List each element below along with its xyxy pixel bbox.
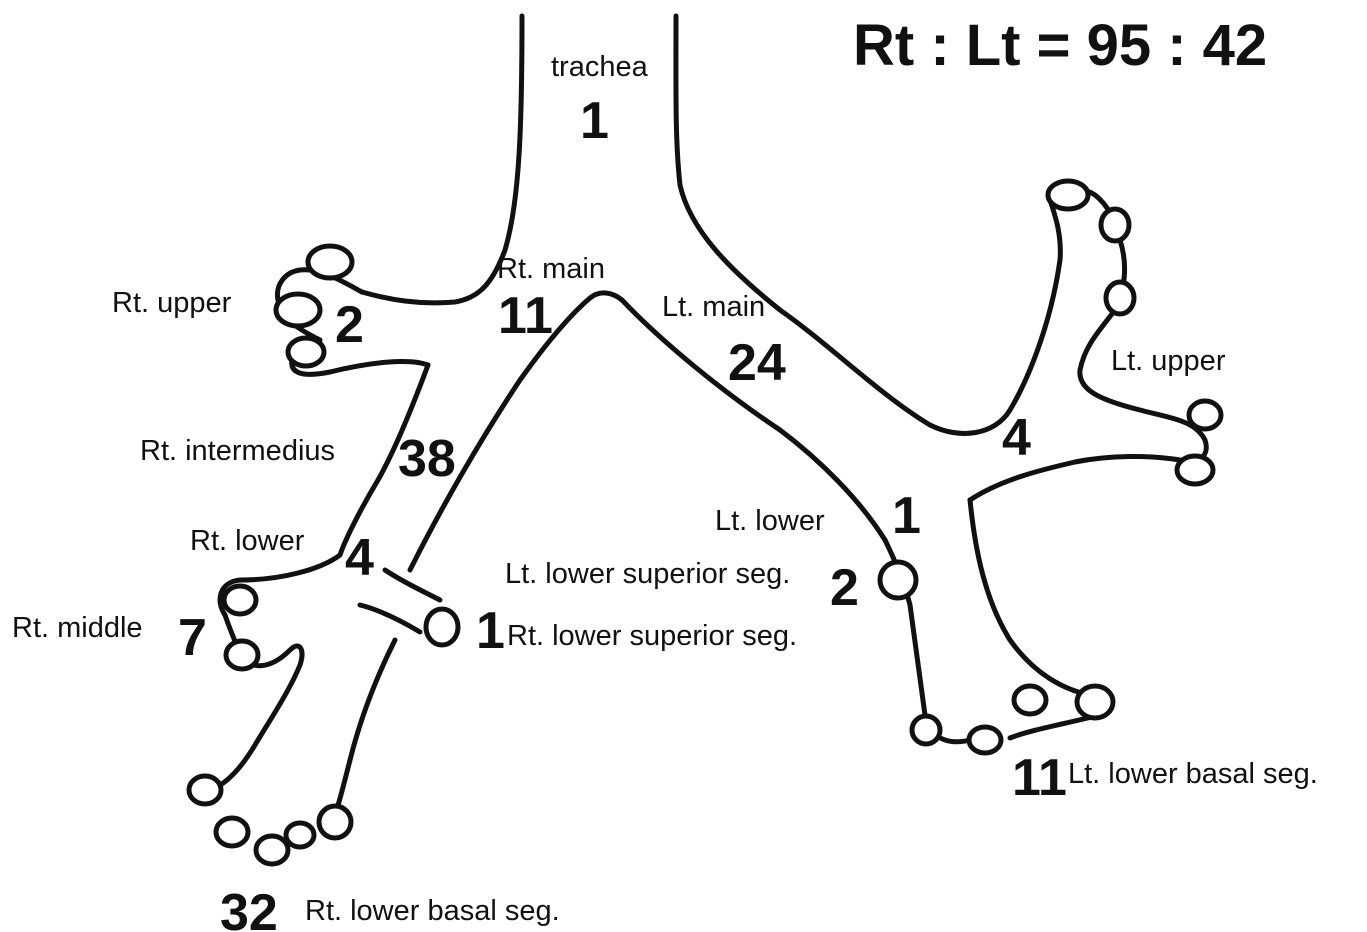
lt-lower-superior-label: Lt. lower superior seg. [505, 558, 790, 590]
rt-lower-basal-label: Rt. lower basal seg. [305, 895, 560, 927]
rt-lower-superior-label: Rt. lower superior seg. [507, 620, 797, 652]
lt-upper-opening-3 [1103, 279, 1137, 317]
trachea-label: trachea [551, 51, 649, 83]
lt-lower-label: Lt. lower [715, 505, 825, 537]
lt-lower-count: 1 [892, 487, 921, 545]
rt-lower-basal-opening-3 [253, 833, 291, 867]
lt-upper-opening-2 [1098, 206, 1132, 244]
rt-intermedius-count: 38 [398, 430, 456, 488]
lt-upper-label: Lt. upper [1111, 345, 1226, 377]
rt-upper-opening-2 [273, 291, 323, 329]
rt-middle-count: 7 [178, 609, 207, 667]
lt-lower-basal-opening-1 [909, 713, 943, 747]
rt-lower-basal-opening-4 [283, 820, 317, 850]
lt-upper-opening-4 [1186, 398, 1224, 432]
rt-lower-count: 4 [345, 529, 374, 587]
lt-lower-basal-opening-2 [966, 724, 1004, 756]
trachea-count: 1 [580, 92, 609, 150]
rt-lower-basal-opening-1 [186, 773, 224, 807]
rt-lower-basal-count: 32 [220, 884, 278, 932]
rt-main-count: 11 [498, 287, 553, 345]
rt-lower-label: Rt. lower [190, 525, 305, 557]
lt-lower-basal-opening-4 [1074, 683, 1116, 721]
rt-middle-label: Rt. middle [12, 612, 143, 644]
lt-main-label: Lt. main [662, 291, 765, 323]
rt-lower-superior-opening [423, 606, 461, 648]
rt-lower-basal-opening-5 [316, 803, 354, 841]
rt-middle-opening-2 [223, 638, 261, 672]
rt-lower-superior-count: 1 [476, 602, 505, 660]
rt-lower-superior-branch [382, 567, 443, 603]
airway-outline [207, 13, 1209, 818]
lt-lower-superior-opening [877, 559, 919, 601]
lt-lower-superior-count: 2 [830, 559, 859, 617]
lt-upper-opening-5 [1174, 453, 1216, 487]
rt-intermedius-outer-wall [217, 362, 431, 618]
rt-middle-opening-1 [221, 583, 259, 617]
ratio-header: Rt : Lt = 95 : 42 [853, 13, 1267, 78]
rt-lower-inner-wall [332, 602, 423, 818]
rt-lower-basal-outer-wall [207, 612, 305, 793]
rt-upper-opening-1 [305, 243, 355, 281]
rt-lower-basal-opening-2 [213, 815, 251, 849]
rt-main-label: Rt. main [497, 253, 605, 285]
trachea-right-wall [673, 13, 1063, 436]
lt-upper-opening-1 [1045, 178, 1091, 212]
rt-upper-count: 2 [335, 296, 364, 354]
lt-lower-basal-count: 11 [1012, 749, 1067, 807]
bronchus-openings [186, 178, 1224, 867]
rt-upper-label: Rt. upper [112, 287, 232, 319]
rt-intermedius-label: Rt. intermedius [140, 435, 335, 467]
carina-inner-wall [407, 290, 888, 573]
lt-main-count: 24 [728, 334, 786, 392]
lt-lower-basal-opening-3 [1011, 683, 1049, 717]
rt-upper-opening-3 [285, 335, 327, 369]
lt-upper-count: 4 [1002, 409, 1031, 467]
lt-lower-basal-label: Lt. lower basal seg. [1068, 758, 1318, 790]
trachea-left-wall [359, 13, 525, 306]
